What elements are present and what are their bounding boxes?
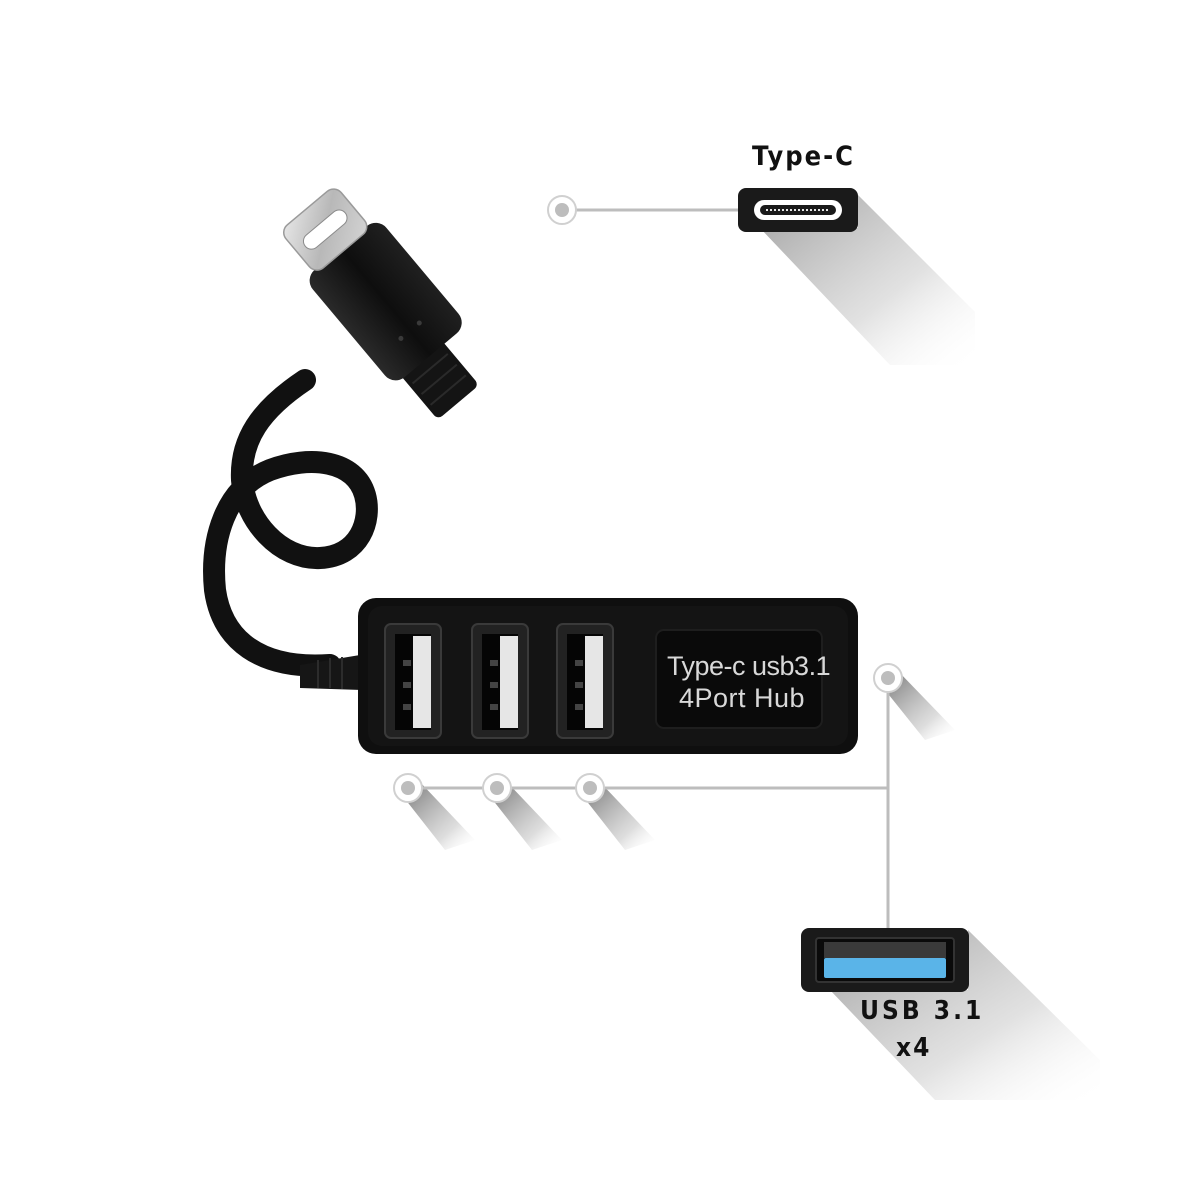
type-c-port-callout — [738, 188, 975, 365]
hub-label-line2: 4Port Hub — [679, 683, 806, 713]
hub-label-line1: Type-c usb3.1 — [667, 651, 831, 681]
usb-label-line1: USB 3.1 — [860, 996, 985, 1026]
hub-label-panel — [655, 629, 823, 729]
usb-label-line2: x4 — [896, 1033, 932, 1063]
usb-3-port-callout — [801, 928, 1100, 1100]
type-c-label: Type-C — [752, 141, 855, 172]
usb-a-port-2 — [471, 623, 529, 739]
usb-a-port-3 — [556, 623, 614, 739]
usb-hub-body — [358, 598, 858, 754]
port-callouts — [393, 663, 955, 930]
usb-a-port-1 — [384, 623, 442, 739]
type-c-plug — [283, 188, 477, 418]
usb-cable — [203, 369, 378, 690]
type-c-icon-shadow — [760, 195, 975, 365]
usb-3-icon-shadow — [830, 930, 1100, 1100]
